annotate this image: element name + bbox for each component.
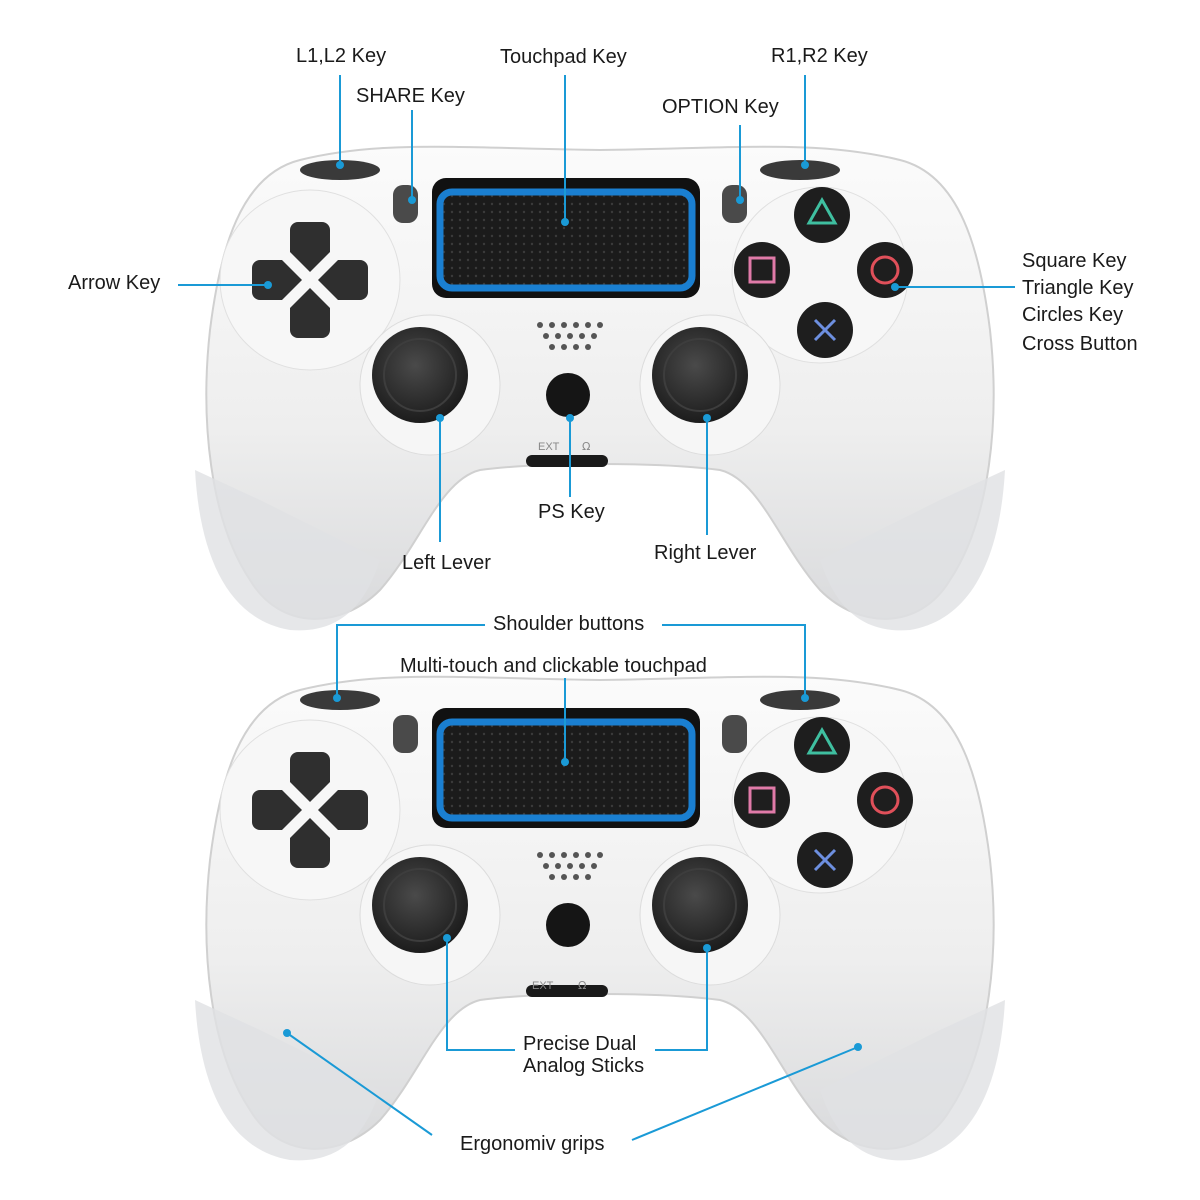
top-controller: EXT Ω L1,L2 Key SHARE Key Touchpad Key O…: [68, 45, 1138, 630]
multitouch-touchpad-label: Multi-touch and clickable touchpad: [400, 655, 707, 677]
arrow-key-label: Arrow Key: [68, 272, 160, 294]
share-key-label: SHARE Key: [356, 85, 465, 107]
r1-r2-key-label: R1,R2 Key: [771, 45, 868, 67]
analog-sticks-label-line2: Analog Sticks: [523, 1055, 644, 1077]
headset-port-icon: Ω: [582, 440, 590, 453]
shoulder-buttons-label: Shoulder buttons: [493, 613, 644, 635]
option-key-label: OPTION Key: [662, 96, 779, 118]
touchpad-key-label: Touchpad Key: [500, 46, 627, 68]
l1-l2-key-label: L1,L2 Key: [296, 45, 386, 67]
analog-sticks-label-line1: Precise Dual: [523, 1033, 636, 1055]
ergonomic-grips-label: Ergonomiv grips: [460, 1133, 605, 1155]
bottom-leader-lines: [283, 624, 862, 1141]
left-lever-label: Left Lever: [402, 552, 491, 574]
ext-port-label: EXT: [538, 441, 560, 453]
square-key-label: Square Key: [1022, 250, 1127, 272]
bottom-controller: EXT Ω Shoulder buttons Multi-touch and c…: [195, 613, 1005, 1160]
circles-key-label: Circles Key: [1022, 304, 1123, 326]
triangle-key-label: Triangle Key: [1022, 277, 1134, 299]
ps-key-label: PS Key: [538, 501, 605, 523]
ext-port-label-bottom: EXT: [532, 980, 554, 992]
top-leader-lines: [178, 75, 1015, 542]
headset-port-icon-bottom: Ω: [578, 979, 586, 992]
cross-button-label: Cross Button: [1022, 333, 1138, 355]
right-lever-label: Right Lever: [654, 542, 757, 564]
